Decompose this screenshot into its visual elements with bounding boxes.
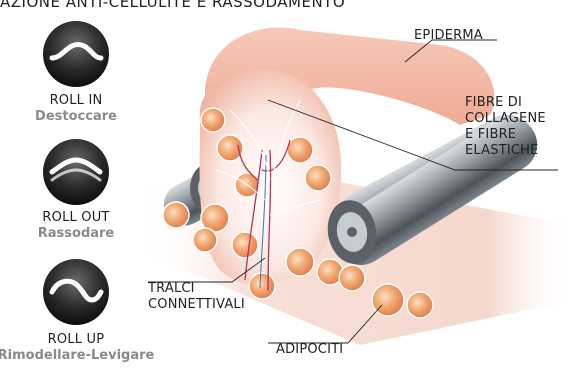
callout-fibres: FIBRE DI COLLAGENE E FIBRE ELASTICHE [465, 95, 546, 159]
callout-line: ELASTICHE [465, 143, 546, 159]
callout-line: FIBRE DI [465, 95, 546, 111]
mode-name: ROLL IN [0, 93, 161, 109]
roll-in-icon [43, 21, 109, 87]
callout-line: CONNETTIVALI [148, 297, 245, 313]
callout-epidermis: EPIDERMA [414, 28, 483, 44]
roll-out-icon [43, 139, 109, 205]
callout-line: COLLAGENE [465, 111, 546, 127]
callout-connective: TRALCI CONNETTIVALI [148, 281, 245, 313]
mode-description: Rimodellare-Levigare [0, 348, 161, 364]
mode-roll-out: ROLL OUT Rassodare [0, 210, 161, 242]
roll-up-icon [43, 259, 109, 325]
callout-line: TRALCI [148, 281, 245, 297]
mode-description: Destoccare [0, 109, 161, 125]
callout-line: E FIBRE [465, 127, 546, 143]
mode-name: ROLL UP [0, 332, 161, 348]
callout-adipocytes: ADIPOCITI [276, 342, 343, 358]
mode-roll-in: ROLL IN Destoccare [0, 93, 161, 125]
mode-name: ROLL OUT [0, 210, 161, 226]
mode-description: Rassodare [0, 226, 161, 242]
mode-roll-up: ROLL UP Rimodellare-Levigare [0, 332, 161, 364]
